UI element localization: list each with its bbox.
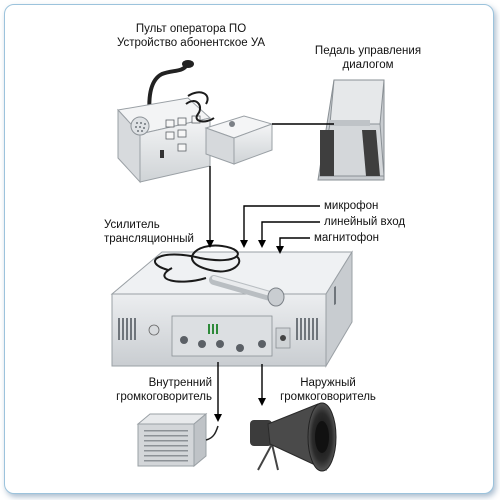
arrow-line-input xyxy=(258,221,320,248)
internal-speaker-device xyxy=(136,412,219,468)
pedal-text-line1: Педаль управления xyxy=(314,45,422,57)
external-speaker-label: Наружный громкоговоритель xyxy=(258,376,398,404)
operator-console-label: Пульт оператора ПО Устройство абонентско… xyxy=(96,22,286,50)
tape-recorder-label: магнитофон xyxy=(314,232,380,244)
internal-speaker-text-line1: Внутренний xyxy=(148,377,212,389)
pedal-label: Педаль управления диалогом xyxy=(298,44,438,72)
arrow-tape-recorder xyxy=(276,237,310,254)
subscriber-device-text: Устройство абонентское УА xyxy=(116,37,266,49)
amplifier-device xyxy=(110,250,353,368)
arrow-microphone-input xyxy=(240,205,320,248)
internal-speaker-label: Внутренний громкоговоритель xyxy=(100,376,212,404)
microphone-input-label: микрофон xyxy=(324,200,379,212)
external-horn-speaker-device xyxy=(250,402,337,472)
operator-console-device xyxy=(117,60,274,184)
connection-lines xyxy=(206,123,334,422)
pedal-text-line2: диалогом xyxy=(342,59,394,71)
handheld-microphone xyxy=(154,244,285,307)
pedal-device xyxy=(317,79,385,181)
operator-console-text: Пульт оператора ПО xyxy=(135,23,247,35)
line-input-label: линейный вход xyxy=(324,216,406,228)
external-speaker-text-line1: Наружный xyxy=(300,377,356,389)
diagram-frame xyxy=(4,4,494,494)
amplifier-label: Усилитель трансляционный xyxy=(104,218,194,246)
amplifier-text-line2: трансляционный xyxy=(104,233,194,245)
internal-speaker-text-line2: громкоговоритель xyxy=(116,391,212,403)
amplifier-text-line1: Усилитель xyxy=(104,219,160,231)
external-speaker-text-line2: громкоговоритель xyxy=(280,391,376,403)
